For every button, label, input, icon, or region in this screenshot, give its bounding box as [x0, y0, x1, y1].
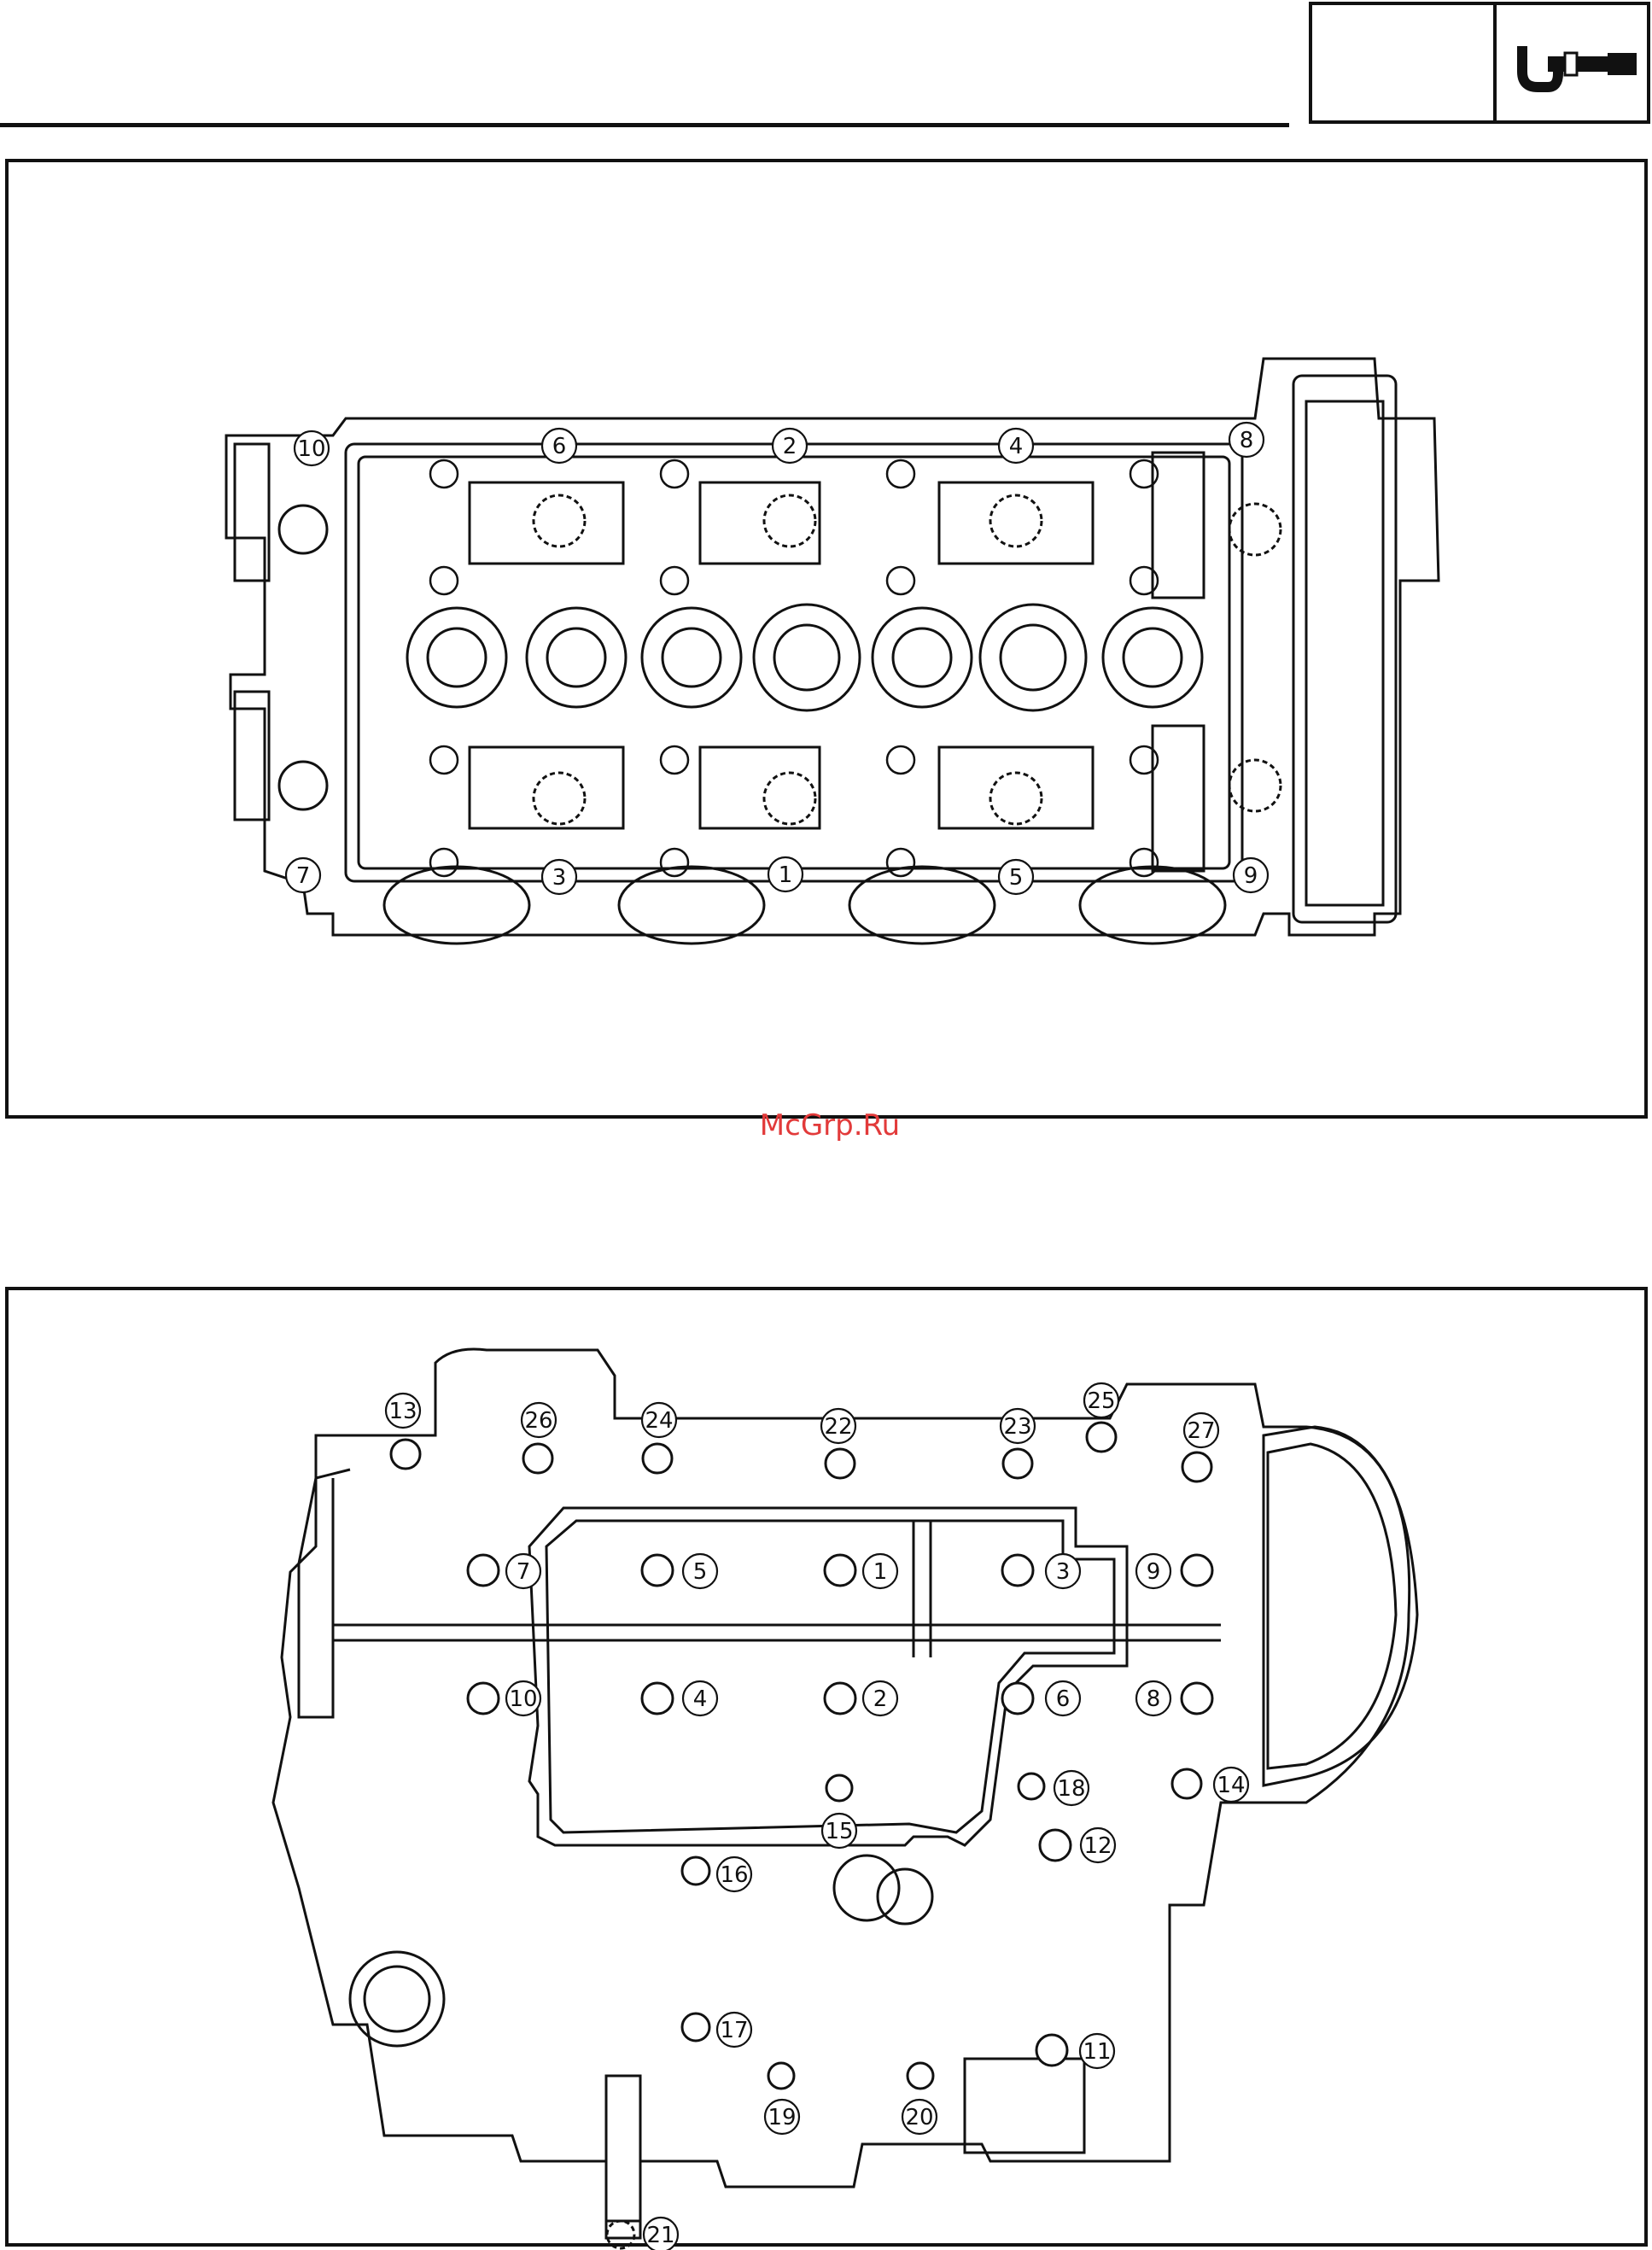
callout-8: 8 — [1229, 423, 1264, 457]
callout-9: 9 — [1234, 858, 1268, 892]
callout-18: 18 — [1054, 1771, 1089, 1805]
svg-text:14: 14 — [1217, 1773, 1245, 1798]
callout-20: 20 — [902, 2100, 937, 2134]
svg-text:7: 7 — [296, 863, 311, 889]
callout-17: 17 — [717, 2013, 751, 2047]
svg-text:18: 18 — [1057, 1776, 1085, 1802]
watermark-text: McGrp.Ru — [744, 1108, 915, 1143]
callout-2: 2 — [863, 1681, 897, 1715]
svg-text:8: 8 — [1240, 428, 1254, 453]
callout-6: 6 — [1046, 1681, 1080, 1715]
svg-text:27: 27 — [1187, 1418, 1215, 1444]
callout-19: 19 — [765, 2100, 799, 2134]
svg-text:15: 15 — [825, 1819, 853, 1844]
cylinder-head-diagram-panel: 10 6 2 4 8 7 3 1 5 9 — [5, 159, 1648, 1119]
svg-text:6: 6 — [552, 434, 567, 459]
svg-text:6: 6 — [1056, 1686, 1071, 1712]
callout-7: 7 — [506, 1554, 540, 1588]
callout-24: 24 — [642, 1403, 676, 1437]
callout-8: 8 — [1136, 1681, 1170, 1715]
svg-text:2: 2 — [783, 434, 797, 459]
svg-text:3: 3 — [1056, 1559, 1071, 1585]
callout-6: 6 — [542, 429, 576, 463]
svg-text:3: 3 — [552, 865, 567, 891]
crankcase-diagram: 13 26 24 22 23 25 27 7 5 1 3 9 10 4 2 6 … — [9, 1290, 1651, 2250]
svg-text:19: 19 — [768, 2105, 796, 2130]
svg-text:12: 12 — [1083, 1833, 1112, 1859]
callout-3: 3 — [1046, 1554, 1080, 1588]
callout-4: 4 — [999, 429, 1033, 463]
svg-text:10: 10 — [297, 436, 325, 462]
callout-2: 2 — [773, 429, 807, 463]
callout-23: 23 — [1001, 1409, 1035, 1443]
header-rule — [0, 123, 1289, 127]
callout-9: 9 — [1136, 1554, 1170, 1588]
callout-5: 5 — [999, 860, 1033, 894]
callout-15: 15 — [822, 1814, 856, 1848]
callout-10: 10 — [506, 1681, 540, 1715]
icon-box-divider — [1493, 5, 1497, 120]
header-icon-box — [1309, 2, 1650, 124]
svg-text:24: 24 — [645, 1408, 673, 1434]
callout-14: 14 — [1214, 1768, 1248, 1802]
svg-text:16: 16 — [720, 1862, 748, 1888]
callout-4: 4 — [683, 1681, 717, 1715]
svg-text:5: 5 — [693, 1559, 708, 1585]
callout-1: 1 — [863, 1554, 897, 1588]
svg-text:9: 9 — [1147, 1559, 1161, 1585]
svg-text:9: 9 — [1244, 863, 1258, 889]
svg-text:20: 20 — [905, 2105, 933, 2130]
callout-25: 25 — [1084, 1383, 1118, 1417]
svg-text:5: 5 — [1009, 865, 1024, 891]
callout-7: 7 — [286, 858, 320, 892]
svg-text:11: 11 — [1083, 2039, 1111, 2065]
callout-21: 21 — [644, 2218, 678, 2250]
svg-text:26: 26 — [524, 1408, 552, 1434]
svg-text:7: 7 — [517, 1559, 531, 1585]
svg-text:4: 4 — [1009, 434, 1024, 459]
callout-11: 11 — [1080, 2034, 1114, 2068]
crankcase-diagram-panel: 13 26 24 22 23 25 27 7 5 1 3 9 10 4 2 6 … — [5, 1287, 1648, 2247]
callout-12: 12 — [1081, 1828, 1115, 1862]
svg-text:10: 10 — [509, 1686, 537, 1712]
callout-10: 10 — [295, 431, 329, 465]
svg-text:23: 23 — [1003, 1414, 1031, 1440]
callout-1: 1 — [768, 857, 803, 891]
svg-text:4: 4 — [693, 1686, 708, 1712]
svg-text:22: 22 — [824, 1414, 852, 1440]
callout-3: 3 — [542, 860, 576, 894]
svg-text:8: 8 — [1147, 1686, 1161, 1712]
callout-26: 26 — [522, 1403, 556, 1437]
callout-22: 22 — [821, 1409, 855, 1443]
callout-13: 13 — [386, 1394, 420, 1428]
callout-27: 27 — [1184, 1413, 1218, 1447]
svg-text:2: 2 — [873, 1686, 888, 1712]
callout-5: 5 — [683, 1554, 717, 1588]
svg-text:1: 1 — [779, 862, 793, 888]
svg-text:17: 17 — [720, 2018, 748, 2043]
callout-16: 16 — [717, 1857, 751, 1891]
micrometer-icon — [1514, 31, 1642, 99]
svg-text:25: 25 — [1087, 1388, 1115, 1414]
svg-text:13: 13 — [388, 1399, 417, 1424]
cylinder-head-diagram: 10 6 2 4 8 7 3 1 5 9 — [9, 162, 1651, 1122]
svg-text:21: 21 — [646, 2223, 674, 2248]
svg-text:1: 1 — [873, 1559, 888, 1585]
